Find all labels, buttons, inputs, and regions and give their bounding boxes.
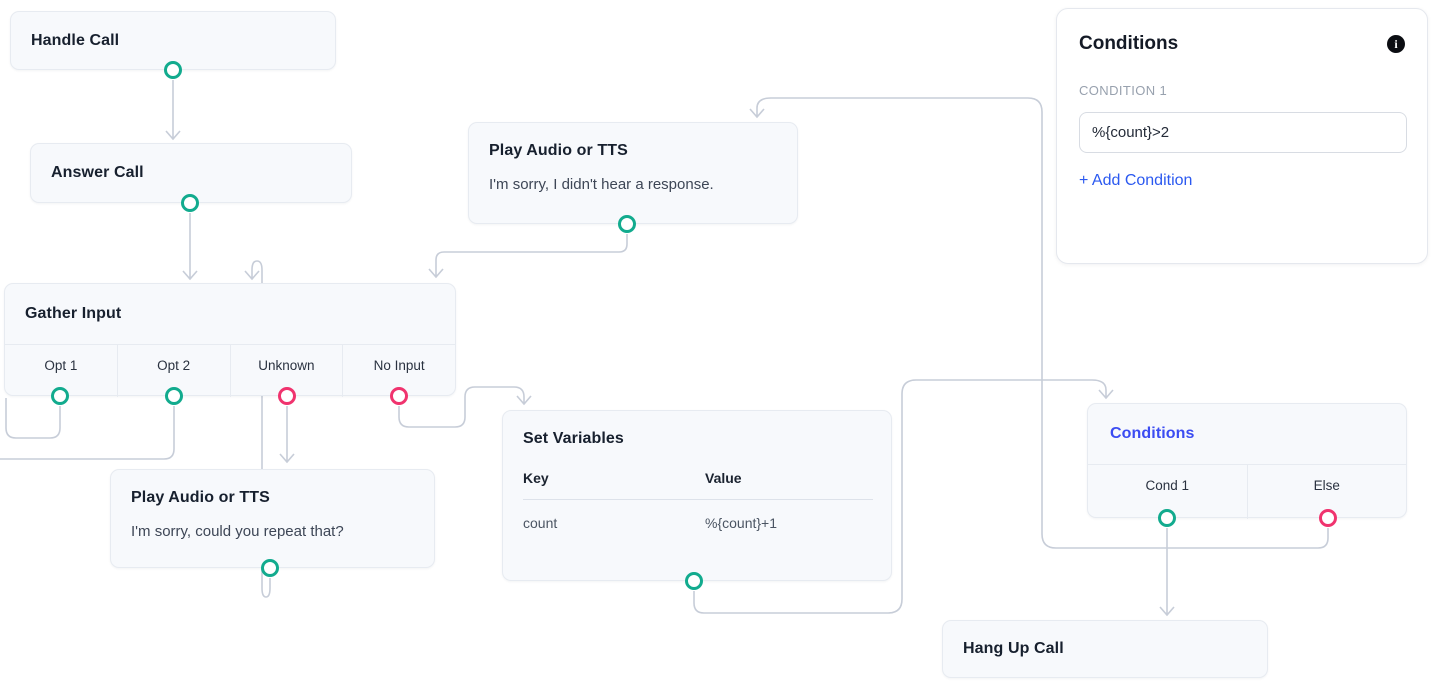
node-title: Answer Call <box>51 164 144 181</box>
condition-section-label: CONDITION 1 <box>1079 83 1168 98</box>
output-port-no-input[interactable] <box>390 387 408 405</box>
conditions-inspector-panel: Conditions i CONDITION 1 + Add Condition <box>1056 8 1428 264</box>
table-row: count %{count}+1 <box>523 515 873 531</box>
node-title: Set Variables <box>523 430 624 447</box>
column-header-key: Key <box>523 470 549 486</box>
node-title: Play Audio or TTS <box>131 489 270 506</box>
connector-opt2-out <box>0 406 175 460</box>
node-message: I'm sorry, could you repeat that? <box>131 523 344 540</box>
branch-else[interactable]: Else <box>1246 465 1407 519</box>
node-play-audio-repeat[interactable]: Play Audio or TTS I'm sorry, could you r… <box>110 469 435 568</box>
node-message: I'm sorry, I didn't hear a response. <box>489 176 714 193</box>
output-port-play-audio-no-response[interactable] <box>618 215 636 233</box>
column-header-value: Value <box>705 470 742 486</box>
connector-unknown-to-playaudio2 <box>279 406 295 464</box>
gather-input-branches: Opt 1 Opt 2 Unknown No Input <box>5 344 455 397</box>
connector-opt1-out <box>5 398 61 439</box>
connector-playaudio2-loop-to-gather <box>244 260 271 598</box>
branch-cond-1[interactable]: Cond 1 <box>1145 478 1190 493</box>
output-port-opt-1[interactable] <box>51 387 69 405</box>
node-title: Play Audio or TTS <box>489 142 628 159</box>
output-port-answer-call[interactable] <box>181 194 199 212</box>
info-icon[interactable]: i <box>1387 35 1405 53</box>
variables-table: Key Value count %{count}+1 <box>523 470 873 531</box>
node-title: Hang Up Call <box>963 640 1064 657</box>
node-conditions[interactable]: Conditions Cond 1 Else <box>1087 403 1407 519</box>
output-port-cond-1[interactable] <box>1158 509 1176 527</box>
output-port-opt-2[interactable] <box>165 387 183 405</box>
connector-answer-to-gather <box>182 213 198 281</box>
output-port-set-variables[interactable] <box>685 572 703 590</box>
node-title: Gather Input <box>25 305 122 322</box>
conditions-branches: Cond 1 Else <box>1088 464 1406 519</box>
node-play-audio-no-response[interactable]: Play Audio or TTS I'm sorry, I didn't he… <box>468 122 798 224</box>
connector-else-to-playaudio1 <box>749 97 1329 549</box>
node-handle-call[interactable]: Handle Call <box>10 11 336 70</box>
condition-expression-input[interactable] <box>1079 112 1407 153</box>
node-answer-call[interactable]: Answer Call <box>30 143 352 203</box>
connector-handle-to-answer <box>165 80 181 141</box>
node-set-variables[interactable]: Set Variables Key Value count %{count}+1 <box>502 410 892 581</box>
output-port-handle-call[interactable] <box>164 61 182 79</box>
node-title: Conditions <box>1110 425 1195 442</box>
connector-cond1-to-hangup <box>1159 528 1175 617</box>
connector-noinput-to-setvars <box>398 386 532 428</box>
output-port-unknown[interactable] <box>278 387 296 405</box>
connector-playaudio1-to-gather <box>428 234 628 279</box>
output-port-else[interactable] <box>1319 509 1337 527</box>
variable-key: count <box>523 515 558 531</box>
branch-opt-1[interactable]: Opt 1 <box>44 358 78 373</box>
table-divider <box>523 499 873 500</box>
node-gather-input[interactable]: Gather Input Opt 1 Opt 2 Unknown No Inpu… <box>4 283 456 397</box>
variable-value: %{count}+1 <box>705 515 778 531</box>
branch-unknown[interactable]: Unknown <box>229 345 343 397</box>
output-port-play-audio-repeat[interactable] <box>261 559 279 577</box>
node-hang-up-call[interactable]: Hang Up Call <box>942 620 1268 678</box>
panel-title: Conditions <box>1079 33 1179 54</box>
connector-setvars-to-conditions <box>693 379 1114 614</box>
branch-no-input[interactable]: No Input <box>342 345 455 397</box>
branch-opt-2[interactable]: Opt 2 <box>116 345 230 397</box>
add-condition-button[interactable]: + Add Condition <box>1079 172 1193 189</box>
node-title: Handle Call <box>31 31 120 49</box>
